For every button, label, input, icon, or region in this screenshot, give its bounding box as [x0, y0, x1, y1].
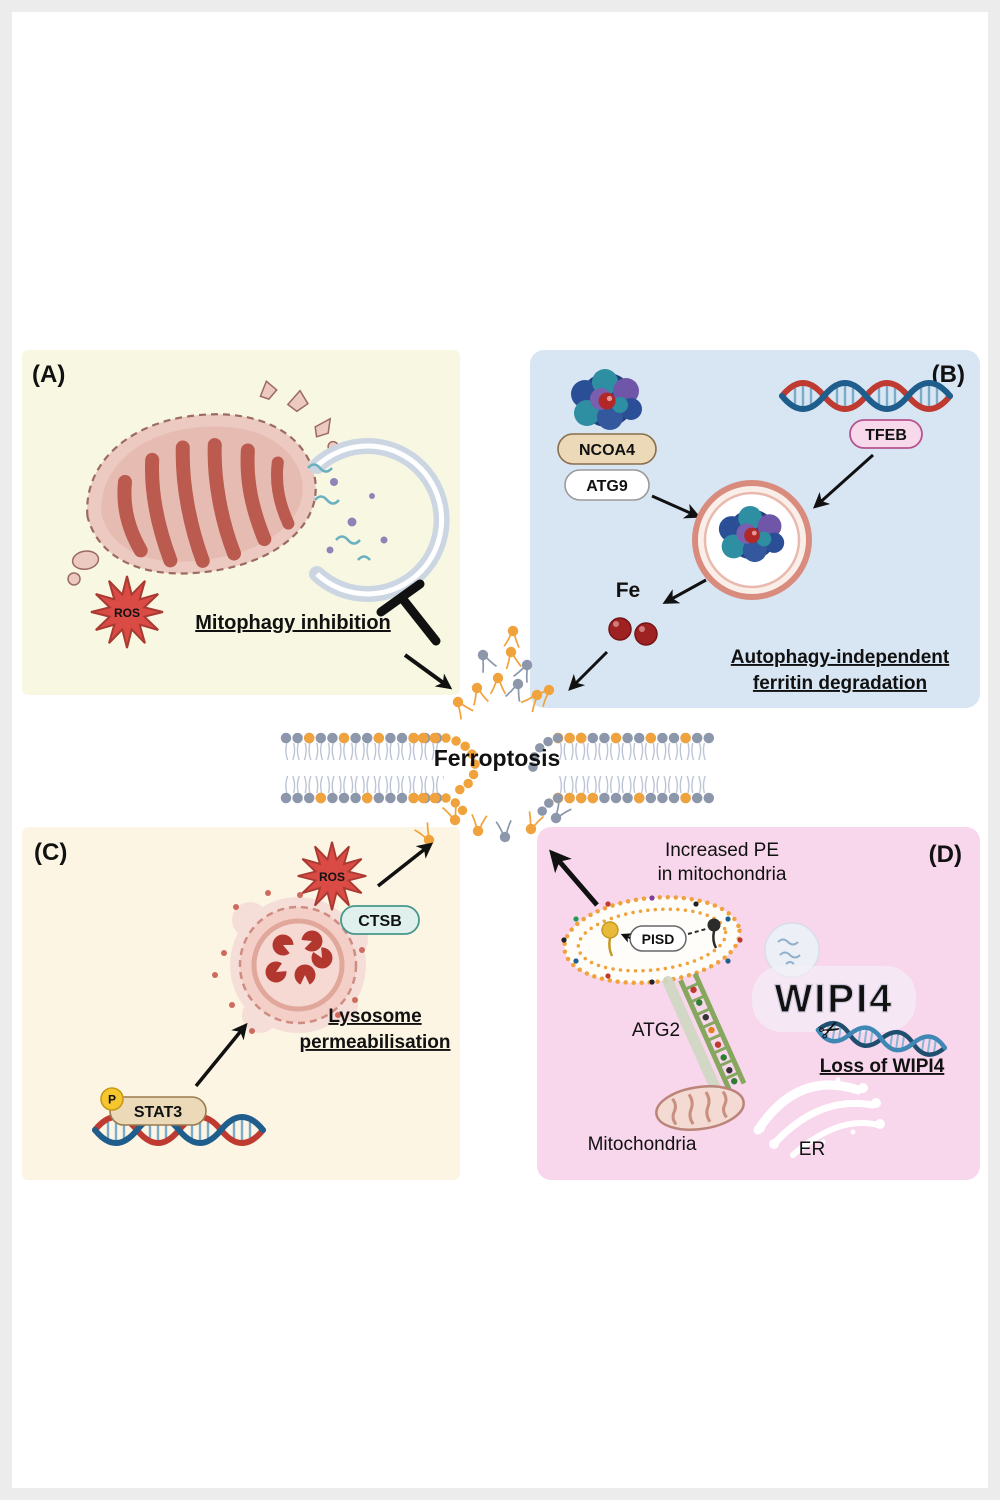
increased-pe-caption-2: in mitochondria — [658, 864, 787, 885]
arrow-stat3-to-lysosome — [194, 1022, 248, 1088]
ros-label-a: ROS — [114, 606, 140, 620]
ros-burst-a: ROS — [90, 575, 164, 649]
panel-a-label: (A) — [32, 361, 65, 388]
phagophore — [309, 438, 450, 602]
pe-lipid-black — [687, 918, 721, 949]
mitochondria-label: Mitochondria — [588, 1134, 697, 1155]
arrow-c-to-ferroptosis — [376, 842, 434, 888]
ferritin-degradation-caption-1: Autophagy-independent — [731, 647, 950, 668]
arrow-tfeb-to-lysosome — [813, 453, 875, 509]
ncoa4-pill: NCOA4 — [557, 433, 657, 465]
panel-d-label: (D) — [929, 841, 962, 868]
ros-label-c: ROS — [319, 870, 345, 884]
arrow-d-to-ferroptosis — [549, 849, 599, 907]
vesicle-wipi — [764, 922, 820, 978]
cargo-particles — [307, 463, 388, 561]
arrow-lysosome-to-fe — [662, 578, 707, 604]
ncoa4-label: NCOA4 — [579, 442, 635, 459]
er-structure — [753, 1077, 885, 1158]
atg9-pill: ATG9 — [564, 469, 650, 501]
arrow-pisd-to-pe — [620, 933, 632, 943]
lysosome-permeabilised — [212, 890, 368, 1034]
wipi4-bubble-text: WIPI4 — [752, 966, 916, 1032]
inhibition-tbar — [376, 579, 441, 646]
page-background — [12, 12, 988, 1488]
loss-of-wipi4-caption: Loss of WIPI4 — [820, 1056, 945, 1077]
ros-burst-c: ROS — [296, 840, 368, 912]
er-label: ER — [799, 1139, 825, 1160]
increased-pe-caption-1: Increased PE — [665, 840, 779, 861]
lysosome-ferritin — [692, 480, 812, 600]
wipi4-label: WIPI4 — [775, 977, 894, 1021]
phospho-label: P — [108, 1093, 116, 1107]
phospho-badge — [100, 1087, 124, 1111]
fe-label: Fe — [616, 579, 641, 602]
ctsb-pill: CTSB — [340, 905, 420, 935]
lysosome-caption-1: Lysosome — [328, 1006, 421, 1027]
mitophagy-inhibition-caption: Mitophagy inhibition — [195, 612, 391, 634]
atg9-label: ATG9 — [586, 478, 628, 495]
ferroptosis-title: Ferroptosis — [434, 745, 561, 771]
pisd-pill: PISD — [629, 925, 687, 952]
ferritin-degradation-caption-2: ferritin degradation — [753, 673, 927, 694]
ctsb-label: CTSB — [358, 913, 402, 930]
atg2-label: ATG2 — [632, 1020, 680, 1041]
stat3-pill: STAT3 P — [100, 1087, 207, 1126]
panel-c-label: (C) — [34, 839, 67, 866]
fe-ions — [608, 617, 658, 646]
tfeb-label: TFEB — [865, 427, 907, 444]
atg2-ladder — [662, 972, 747, 1112]
pe-lipid-yellow — [601, 921, 619, 957]
lipid-bilayer — [280, 624, 718, 850]
tfeb-pill: TFEB — [849, 419, 923, 449]
arrow-fe-to-ferroptosis — [568, 650, 609, 691]
stat3-label: STAT3 — [134, 1104, 182, 1121]
pisd-label: PISD — [642, 931, 675, 947]
mitochondrion-small — [655, 1085, 745, 1131]
dna-helix-d: ✂ — [813, 1012, 948, 1057]
arrow-ncoa4-to-lysosome — [651, 494, 701, 519]
arrow-a-to-ferroptosis — [403, 653, 453, 690]
lysosome-caption-2: permeabilisation — [300, 1032, 451, 1053]
